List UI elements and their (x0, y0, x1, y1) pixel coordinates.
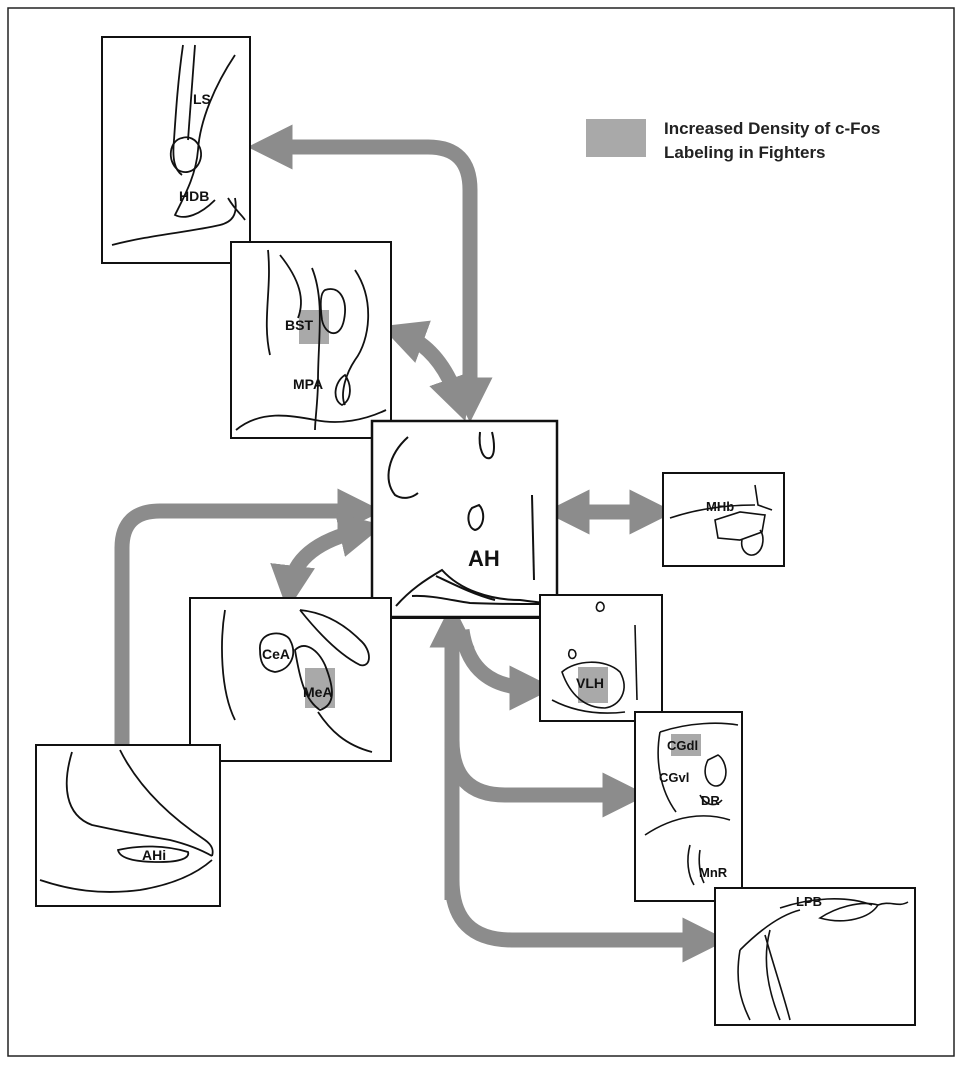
label-cgdl: CGdl (667, 738, 698, 753)
label-lpb: LPB (796, 894, 822, 909)
legend-swatch (586, 119, 646, 157)
legend-line-1: Increased Density of c-Fos (664, 119, 881, 138)
panel-vlh: VLH (539, 594, 663, 722)
arrow-bst-ah (380, 320, 472, 422)
panel-bst-mpa: BST MPA (230, 241, 392, 439)
panel-cg-dr-mnr: CGdl CGvl DR MnR (634, 711, 743, 902)
arrow-ah-amygdala (270, 512, 384, 611)
outer-frame (7, 7, 955, 1057)
label-ahi: AHi (142, 847, 166, 863)
label-ls: LS (193, 91, 211, 107)
label-cgvl: CGvl (659, 770, 689, 785)
label-mpa: MPA (293, 376, 323, 392)
panel-ahi: AHi (35, 744, 221, 907)
label-vlh: VLH (576, 675, 604, 691)
arrows (99, 124, 728, 963)
arrow-ah-ahi (99, 488, 383, 793)
highlight-vlh (578, 667, 608, 703)
label-cea: CeA (262, 646, 290, 662)
label-mhb: MHb (706, 499, 734, 514)
arrow-ls-ah (247, 124, 493, 423)
panel-cea-mea: CeA MeA (189, 597, 392, 762)
label-hdb: HDB (179, 188, 209, 204)
label-dr: DR (701, 793, 720, 808)
panel-ah: AH (365, 419, 565, 619)
label-bst: BST (285, 317, 313, 333)
arrow-ah-dr (444, 739, 648, 818)
legend: Increased Density of c-Fos Labeling in F… (664, 117, 924, 165)
panel-mhb: MHb (662, 472, 785, 567)
panel-lpb: LPB (714, 887, 916, 1026)
label-ah: AH (468, 546, 500, 571)
arrow-ah-vlh (454, 628, 555, 711)
label-mnr: MnR (699, 865, 728, 880)
label-mea: MeA (303, 684, 333, 700)
arrow-ah-lpb (444, 879, 728, 963)
panel-ls-hdb: LS HDB (101, 36, 251, 264)
legend-line-2: Labeling in Fighters (664, 143, 826, 162)
highlight-cgdl (671, 734, 701, 756)
